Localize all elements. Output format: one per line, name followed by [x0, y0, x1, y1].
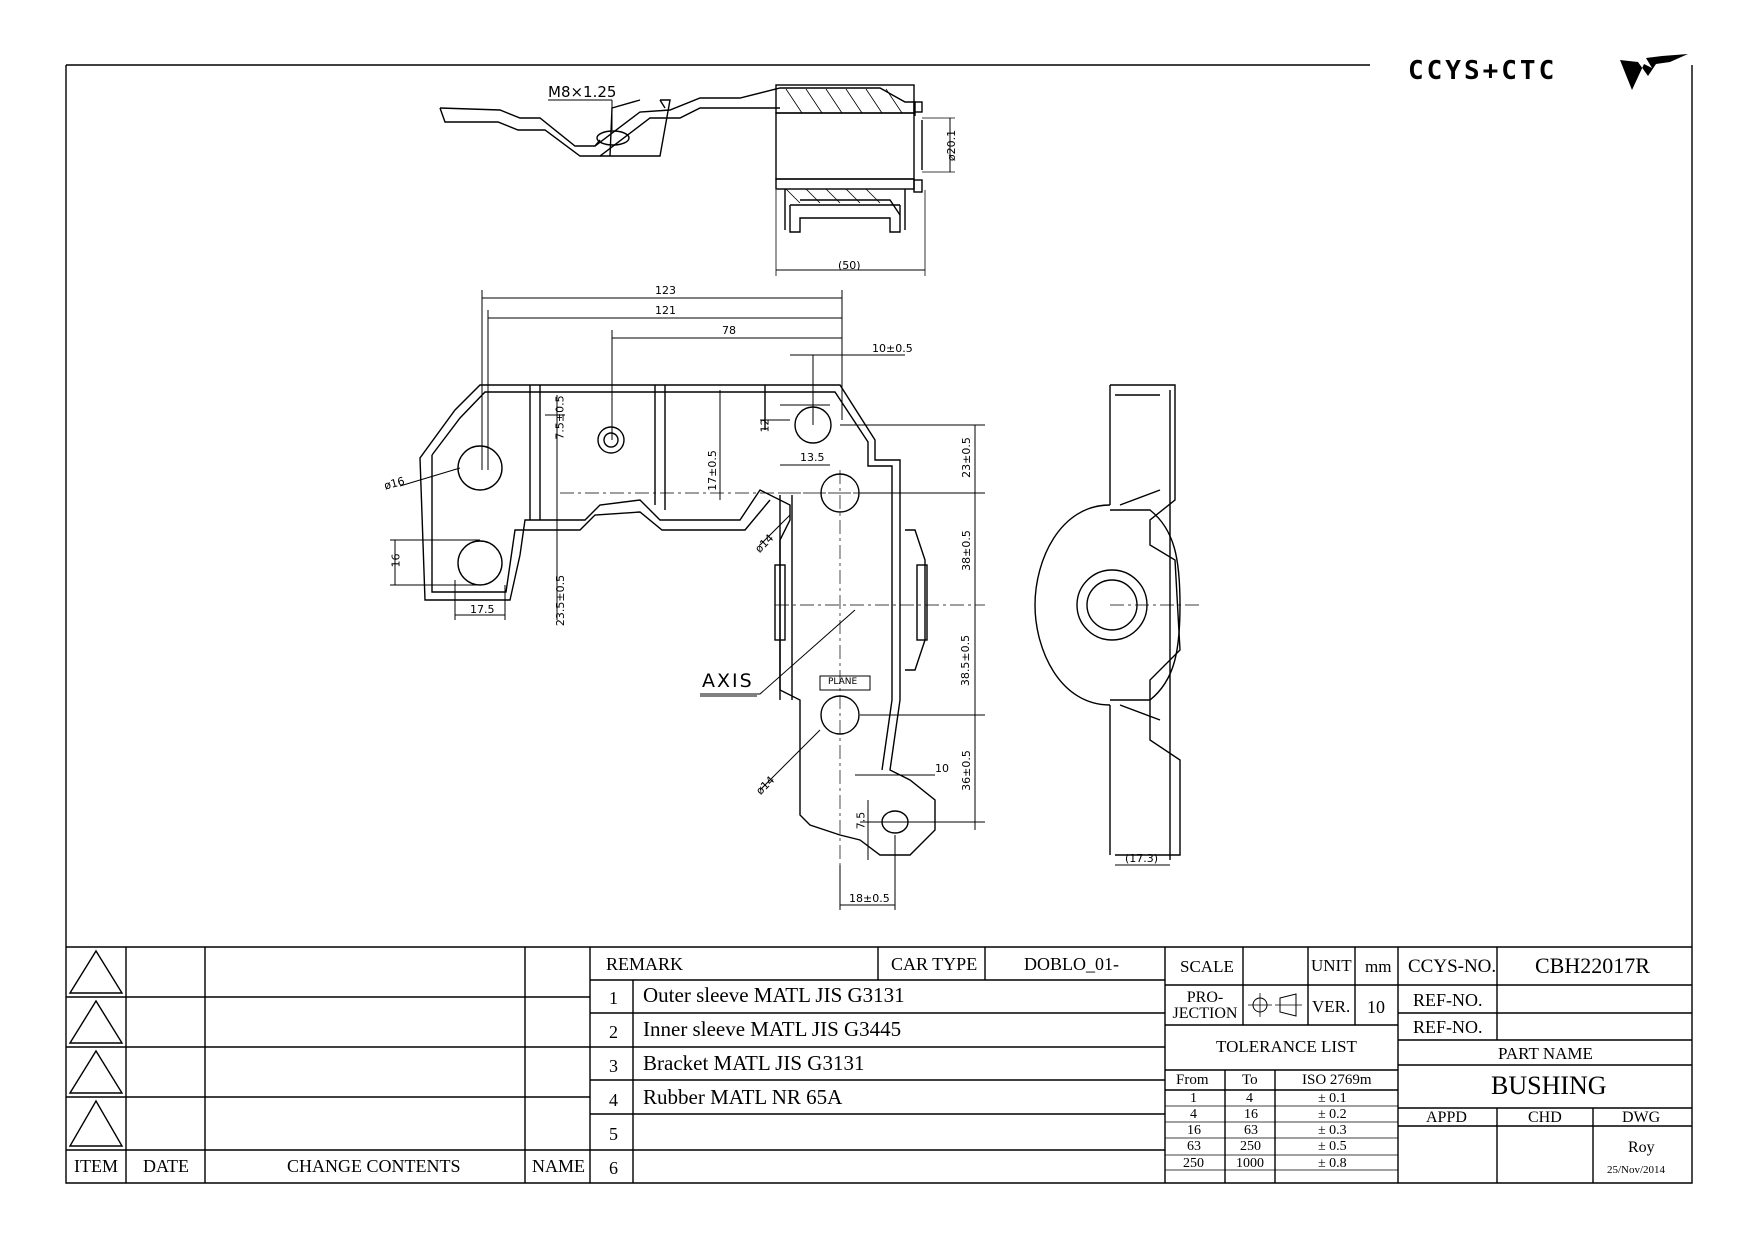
- rev-header-date: DATE: [143, 1156, 189, 1176]
- tol-from-4: 63: [1187, 1139, 1201, 1154]
- dim-w78: 78: [722, 324, 736, 337]
- dim-h10: 10±0.5: [872, 342, 913, 355]
- remark-no-5: 5: [609, 1124, 618, 1144]
- axis-label: AXIS: [702, 670, 754, 692]
- rev-header-item: ITEM: [74, 1156, 118, 1176]
- dim-v75: 7.5±0.5: [553, 395, 567, 440]
- tol-to-3: 63: [1244, 1123, 1258, 1138]
- plane-label: PLANE: [828, 677, 858, 687]
- dim-r36: 36±0.5: [959, 750, 973, 791]
- dim-r23: 23±0.5: [959, 437, 973, 478]
- logo-text: CCYS+CTC: [1408, 56, 1558, 86]
- chd-label: CHD: [1528, 1109, 1562, 1126]
- ver-value: 10: [1367, 997, 1385, 1017]
- tol-val-1: ± 0.1: [1318, 1091, 1347, 1106]
- dim-r38: 38±0.5: [959, 530, 973, 571]
- company-logo: CCYS+CTC: [1408, 54, 1708, 94]
- dim-w123: 123: [655, 284, 676, 297]
- tol-to-5: 1000: [1236, 1156, 1264, 1171]
- tol-val-3: ± 0.3: [1318, 1123, 1347, 1138]
- tol-val-5: ± 0.8: [1318, 1156, 1347, 1171]
- remark-no-2: 2: [609, 1022, 618, 1042]
- tol-to-1: 4: [1246, 1091, 1253, 1106]
- dim-w121: 121: [655, 304, 676, 317]
- unit-label: UNIT: [1311, 956, 1352, 975]
- unit-value: mm: [1365, 957, 1392, 976]
- appd-label: APPD: [1426, 1109, 1467, 1126]
- tol-header-iso: ISO 2769m: [1302, 1072, 1372, 1088]
- car-type-value: DOBLO_01-: [1024, 954, 1119, 974]
- remark-no-3: 3: [609, 1056, 618, 1076]
- projection-label: PRO- JECTION: [1172, 989, 1238, 1022]
- dim-v16: 16: [389, 553, 403, 568]
- drawing-date: 25/Nov/2014: [1607, 1164, 1666, 1176]
- dim-d20: ø20.1: [945, 129, 959, 162]
- remark-text-3: Bracket MATL JIS G3131: [643, 1051, 865, 1075]
- dim-v235: 23.5±0.5: [554, 574, 568, 627]
- dwg-label: DWG: [1622, 1109, 1661, 1126]
- ccys-no-value: CBH22017R: [1535, 953, 1650, 978]
- tol-val-2: ± 0.2: [1318, 1107, 1347, 1122]
- tol-to-4: 250: [1240, 1139, 1261, 1154]
- remark-text-1: Outer sleeve MATL JIS G3131: [643, 983, 905, 1007]
- top-view: [439, 84, 955, 276]
- dim-v17: 17±0.5: [705, 450, 719, 491]
- dim-h10b: 10: [935, 762, 949, 775]
- dim-thread: M8×1.25: [548, 83, 617, 101]
- rev-header-name: NAME: [532, 1156, 585, 1176]
- scale-label: SCALE: [1180, 957, 1234, 976]
- tol-from-5: 250: [1183, 1156, 1204, 1171]
- tol-from-2: 4: [1190, 1107, 1197, 1122]
- part-name-label: PART NAME: [1498, 1044, 1593, 1063]
- tol-from-3: 16: [1187, 1123, 1201, 1138]
- dim-v75b: 7.5: [854, 811, 868, 830]
- title-block-grid: [66, 947, 1692, 1183]
- part-name-value: BUSHING: [1491, 1071, 1607, 1100]
- ref-no-label-1: REF-NO.: [1413, 990, 1483, 1010]
- remark-no-4: 4: [609, 1090, 618, 1110]
- dim-r385: 38.5±0.5: [959, 634, 973, 687]
- side-view: [1034, 384, 1200, 866]
- ver-label: VER.: [1312, 997, 1351, 1016]
- remark-label: REMARK: [606, 954, 684, 974]
- car-type-label: CAR TYPE: [891, 954, 978, 974]
- remark-no-1: 1: [609, 988, 618, 1008]
- tol-header-to: To: [1242, 1072, 1258, 1088]
- tolerance-title: TOLERANCE LIST: [1216, 1037, 1357, 1056]
- dim-w50: (50): [838, 259, 861, 272]
- remark-text-2: Inner sleeve MATL JIS G3445: [643, 1017, 902, 1041]
- dim-h173: (17.3): [1125, 852, 1159, 865]
- rev-header-change: CHANGE CONTENTS: [287, 1156, 461, 1176]
- remark-text-4: Rubber MATL NR 65A: [643, 1085, 843, 1109]
- dim-v12: 12: [758, 418, 772, 433]
- dim-h175: 17.5: [470, 603, 495, 616]
- dim-v13: 13.5: [800, 451, 825, 464]
- ccys-no-label: CCYS-NO.: [1408, 956, 1497, 977]
- dim-h18: 18±0.5: [849, 892, 890, 905]
- tol-header-from: From: [1176, 1072, 1209, 1088]
- tol-to-2: 16: [1244, 1107, 1258, 1122]
- front-view: [390, 290, 985, 910]
- tol-from-1: 1: [1190, 1091, 1197, 1106]
- tol-val-4: ± 0.5: [1318, 1139, 1347, 1154]
- remark-no-6: 6: [609, 1158, 618, 1178]
- wing-logo-icon: [1620, 54, 1688, 90]
- drawer-name: Roy: [1628, 1139, 1655, 1156]
- drawing-border: [65, 64, 1693, 1184]
- ref-no-label-2: REF-NO.: [1413, 1017, 1483, 1037]
